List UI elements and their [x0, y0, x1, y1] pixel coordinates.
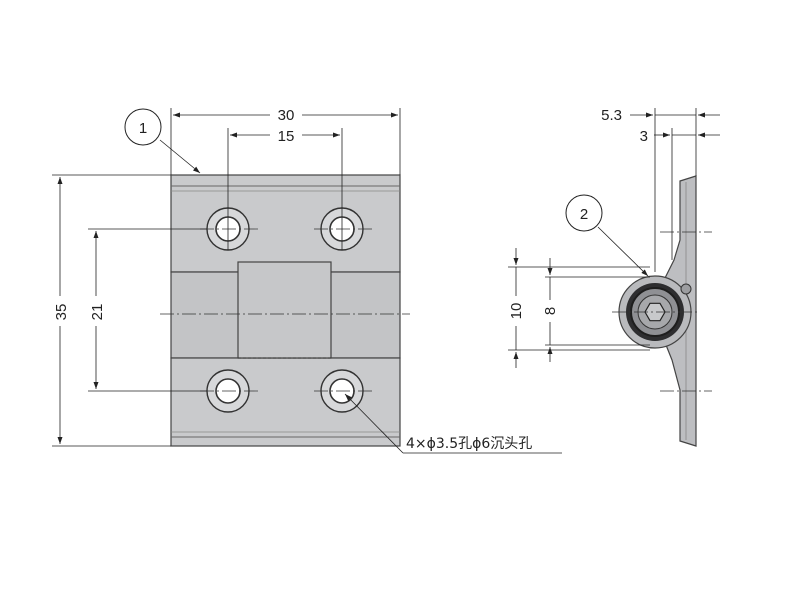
- center-tongue: [237, 261, 332, 359]
- dim-8-label: 8: [542, 307, 559, 315]
- hole-note: 4×ϕ3.5孔ϕ6沉头孔: [344, 393, 562, 454]
- side-view: 5.3 3 10 8 2: [506, 107, 720, 447]
- dim-5-3-label: 5.3: [601, 107, 622, 124]
- front-extension-lines: [52, 108, 401, 447]
- dim-35-label: 35: [53, 304, 70, 321]
- callout-1: 1: [124, 108, 201, 174]
- bottom-leaf: [170, 357, 401, 447]
- svg-text:2: 2: [580, 206, 588, 223]
- side-knuckle: [618, 275, 692, 349]
- dim-15-label: 15: [278, 128, 295, 145]
- callout-2: 2: [565, 194, 649, 277]
- svg-text:4×ϕ3.5孔ϕ6沉头孔: 4×ϕ3.5孔ϕ6沉头孔: [406, 436, 532, 452]
- front-view: 30 15 35 21 1 4×ϕ3.5孔ϕ6沉头孔: [50, 105, 562, 454]
- side-center-lines: [612, 231, 712, 392]
- dim-10-label: 10: [508, 303, 525, 320]
- top-leaf: [170, 174, 401, 273]
- svg-text:1: 1: [139, 120, 147, 137]
- front-center-lines: [160, 228, 410, 392]
- dim-30-label: 30: [278, 107, 295, 124]
- side-extension-lines: [508, 108, 697, 351]
- dim-3-label: 3: [640, 128, 648, 145]
- dim-21-label: 21: [89, 304, 106, 321]
